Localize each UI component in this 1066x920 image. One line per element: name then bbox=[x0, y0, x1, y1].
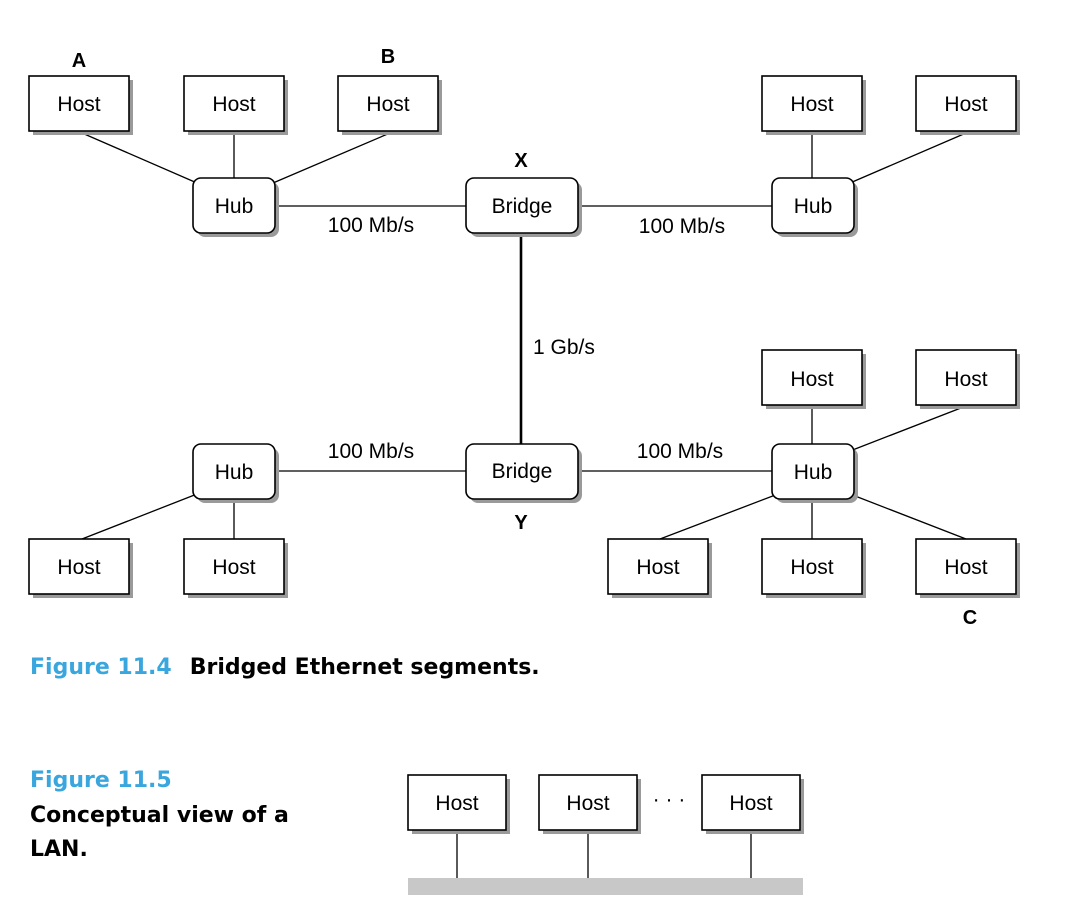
network-wires bbox=[81, 132, 967, 540]
host-box: Host bbox=[915, 349, 1020, 409]
bridge-label: Bridge bbox=[492, 460, 553, 483]
host-label: Host bbox=[944, 368, 987, 391]
figure-11-5-caption-line: LAN. bbox=[30, 837, 88, 862]
hub-label: Hub bbox=[794, 461, 833, 484]
lan-host-box: Host bbox=[701, 774, 804, 834]
host-label: Host bbox=[636, 556, 679, 579]
bridge-box-y: Bridge bbox=[465, 443, 582, 503]
hub-box: Hub bbox=[771, 443, 858, 503]
hub-box: Hub bbox=[192, 443, 279, 503]
hub-label: Hub bbox=[215, 461, 254, 484]
host-box: Host bbox=[607, 538, 712, 598]
host-box: Host bbox=[183, 538, 288, 598]
host-label: Host bbox=[729, 792, 772, 815]
hub-label: Hub bbox=[215, 195, 254, 218]
wire-hub-host-c bbox=[849, 493, 967, 540]
caption-text: Bridged Ethernet segments. bbox=[190, 655, 540, 680]
host-box: Host bbox=[183, 75, 288, 135]
host-box: Host bbox=[28, 538, 133, 598]
marker-a: A bbox=[72, 50, 86, 72]
bridge-box-x: Bridge bbox=[465, 177, 582, 237]
caption-number: Figure 11.4 bbox=[30, 655, 172, 680]
marker-b: B bbox=[381, 46, 395, 68]
hub-label: Hub bbox=[794, 195, 833, 218]
host-label: Host bbox=[212, 556, 255, 579]
link-speed-label: 100 Mb/s bbox=[328, 440, 414, 463]
host-box-c: Host bbox=[915, 538, 1020, 598]
link-speed-label: 1 Gb/s bbox=[533, 336, 595, 359]
ellipsis: · · · bbox=[653, 788, 686, 811]
host-box-a: Host bbox=[28, 75, 133, 135]
host-box: Host bbox=[761, 75, 866, 135]
host-label: Host bbox=[435, 792, 478, 815]
link-speed-label: 100 Mb/s bbox=[637, 440, 723, 463]
host-label: Host bbox=[790, 93, 833, 116]
hub-box: Hub bbox=[192, 177, 279, 237]
link-speed-label: 100 Mb/s bbox=[639, 215, 725, 238]
host-box: Host bbox=[915, 75, 1020, 135]
link-speed-label: 100 Mb/s bbox=[328, 214, 414, 237]
wire-host-tr2-hub bbox=[849, 132, 967, 184]
marker-c: C bbox=[963, 607, 977, 629]
wire-host-b-hub bbox=[272, 132, 391, 184]
host-label: Host bbox=[944, 93, 987, 116]
lan-host-box: Host bbox=[538, 774, 641, 834]
host-box: Host bbox=[761, 349, 866, 409]
host-box-b: Host bbox=[337, 75, 442, 135]
marker-y: Y bbox=[514, 512, 528, 534]
wire-host-br-up2-hub bbox=[849, 405, 967, 452]
wire-host-a-hub bbox=[81, 132, 198, 184]
host-label: Host bbox=[57, 93, 100, 116]
figure-11-5-caption-number: Figure 11.5 bbox=[30, 768, 172, 793]
figure-11-4-caption: Figure 11.4 Bridged Ethernet segments. bbox=[30, 655, 540, 680]
host-label: Host bbox=[790, 556, 833, 579]
marker-x: X bbox=[514, 150, 528, 172]
host-box: Host bbox=[761, 538, 866, 598]
wire-hub-host-bl1 bbox=[81, 493, 198, 540]
host-label: Host bbox=[944, 556, 987, 579]
hub-box: Hub bbox=[771, 177, 858, 237]
wire-hub-host-br1 bbox=[659, 493, 779, 540]
bridge-label: Bridge bbox=[492, 195, 553, 218]
figure-11-5-caption-line: Conceptual view of a bbox=[30, 803, 289, 828]
host-label: Host bbox=[790, 368, 833, 391]
host-label: Host bbox=[212, 93, 255, 116]
lan-bus bbox=[408, 878, 803, 895]
lan-diagram: Host Host · · · Host bbox=[407, 774, 804, 895]
host-label: Host bbox=[566, 792, 609, 815]
host-label: Host bbox=[57, 556, 100, 579]
host-label: Host bbox=[366, 93, 409, 116]
lan-host-box: Host bbox=[407, 774, 510, 834]
